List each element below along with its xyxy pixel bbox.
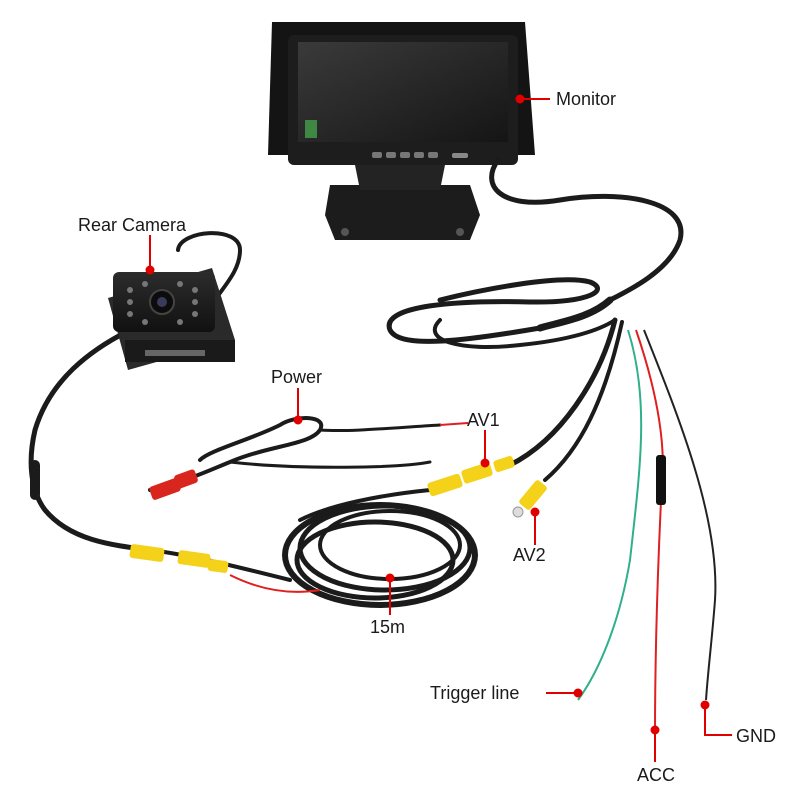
rear-camera-label: Rear Camera xyxy=(78,215,187,235)
av1-label: AV1 xyxy=(467,410,500,430)
cable-bundle xyxy=(28,157,684,608)
fuse-holder xyxy=(656,455,666,505)
acc-label: ACC xyxy=(637,765,676,785)
trigger-line-label: Trigger line xyxy=(430,683,520,703)
monitor-screen xyxy=(298,42,508,142)
rear-camera-device xyxy=(108,268,235,370)
power-label: Power xyxy=(271,367,323,387)
rca-connectors xyxy=(129,455,547,573)
monitor-stand-base xyxy=(325,185,480,240)
monitor-label: Monitor xyxy=(556,89,617,109)
av2-label: AV2 xyxy=(513,545,546,565)
monitor-stand-neck xyxy=(355,165,445,190)
callout-pointers xyxy=(145,94,732,762)
gnd-wire xyxy=(643,329,717,701)
trigger-wire xyxy=(577,329,643,701)
monitor-device xyxy=(268,22,535,240)
cable-length-label: 15m xyxy=(370,617,406,637)
gnd-label: GND xyxy=(736,726,776,746)
monitor-buttons xyxy=(372,152,468,158)
